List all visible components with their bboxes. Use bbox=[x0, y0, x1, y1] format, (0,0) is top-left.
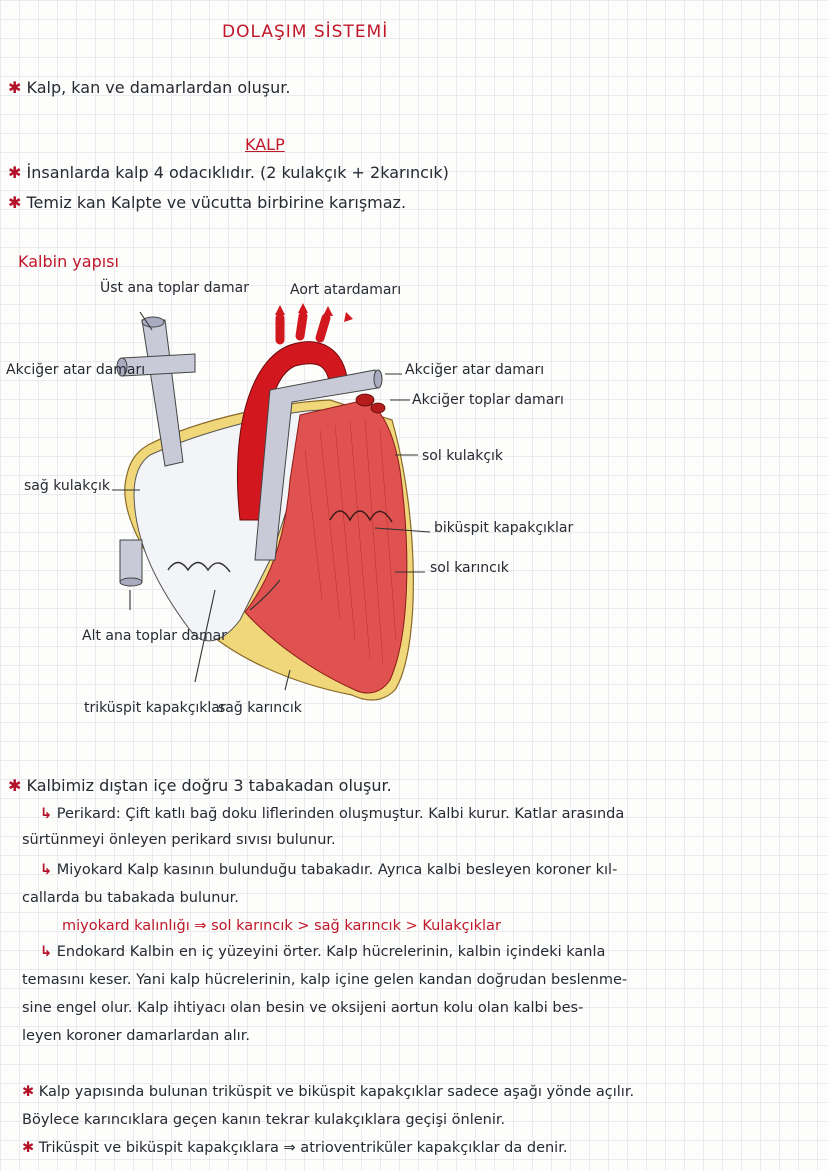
bottom-text-1: Kalp yapısında bulunan triküspit ve bikü… bbox=[38, 1084, 635, 1100]
superior-vena-cava bbox=[141, 319, 184, 467]
label-sag-kulakcik: sağ kulakçık bbox=[24, 478, 111, 494]
heart-diagram bbox=[112, 303, 431, 701]
label-sol-kulakcik: sol kulakçık bbox=[422, 448, 504, 464]
star-bullet-icon: ✱ bbox=[8, 776, 22, 795]
aorta-arrows bbox=[275, 303, 353, 322]
layers-intro-text: Kalbimiz dıştan içe doğru 3 tabakadan ol… bbox=[26, 776, 392, 795]
endokard-line-1: ↳ Endokard Kalbin en iç yüzeyini örter. … bbox=[40, 942, 605, 962]
label-sag-karincik: sağ karıncık bbox=[218, 700, 302, 716]
star-bullet-icon: ✱ bbox=[8, 193, 22, 212]
heart-heading: KALP bbox=[245, 135, 285, 154]
label-akciger-toplar: Akciğer toplar damarı bbox=[412, 392, 564, 408]
bottom-line-1: ✱ Kalp yapısında bulunan triküspit ve bi… bbox=[22, 1082, 634, 1102]
structure-heading: Kalbin yapısı bbox=[18, 252, 119, 271]
muscle-striations bbox=[304, 417, 397, 666]
bottom-line-2: Böylece karıncıklara geçen kanın tekrar … bbox=[22, 1112, 506, 1128]
tricuspid-valve bbox=[167, 561, 231, 573]
bullet-top-1: ✱ İnsanlarda kalp 4 odacıklıdır. (2 kula… bbox=[8, 163, 449, 183]
arrow-icon: ↳ bbox=[40, 862, 53, 878]
label-aort: Aort atardamarı bbox=[290, 282, 402, 298]
bullet-top-1-text: İnsanlarda kalp 4 odacıklıdır. (2 kulakç… bbox=[26, 163, 449, 182]
miyokard-line-1: ↳ Miyokard Kalp kasının bulunduğu tabaka… bbox=[40, 860, 617, 880]
bullet-top-2-text: Temiz kan Kalpte ve vücutta birbirine ka… bbox=[26, 193, 407, 212]
star-bullet-icon: ✱ bbox=[22, 1140, 35, 1156]
miyokard-text-1: Miyokard Kalp kasının bulunduğu tabakadı… bbox=[56, 862, 618, 878]
arrow-icon: ↳ bbox=[40, 944, 53, 960]
label-akciger-atar-left: Akciğer atar damarı bbox=[6, 362, 146, 378]
leader-lines bbox=[112, 311, 431, 691]
endokard-line-4: leyen koroner damarlardan alır. bbox=[22, 1028, 250, 1044]
arrow-icon: ↳ bbox=[40, 806, 53, 822]
miyokard-line-2: callarda bu tabakada bulunur. bbox=[22, 890, 239, 906]
endokard-line-3: sine engel olur. Kalp ihtiyacı olan besi… bbox=[22, 1000, 584, 1016]
intro-line: ✱ Kalp, kan ve damarlardan oluşur. bbox=[8, 78, 290, 98]
star-bullet-icon: ✱ bbox=[22, 1084, 35, 1100]
bicuspid-valve bbox=[329, 510, 393, 523]
perikard-line-2: sürtünmeyi önleyen perikard sıvısı bulun… bbox=[22, 832, 336, 848]
inferior-vena-cava bbox=[119, 539, 143, 583]
label-bikuspit: biküspit kapakçıklar bbox=[434, 520, 574, 536]
layers-intro: ✱ Kalbimiz dıştan içe doğru 3 tabakadan … bbox=[8, 776, 392, 796]
star-bullet-icon: ✱ bbox=[8, 78, 22, 97]
label-sol-karincik: sol karıncık bbox=[430, 560, 509, 576]
endokard-text-1: Endokard Kalbin en iç yüzeyini örter. Ka… bbox=[56, 944, 606, 960]
bullet-top-2: ✱ Temiz kan Kalpte ve vücutta birbirine … bbox=[8, 193, 406, 213]
label-ust-ana: Üst ana toplar damar bbox=[100, 280, 250, 296]
perikard-text-1: Perikard: Çift katlı bağ doku liflerinde… bbox=[56, 806, 625, 822]
label-akciger-atar-right: Akciğer atar damarı bbox=[405, 362, 545, 378]
label-alt-ana: Alt ana toplar damar bbox=[82, 628, 227, 644]
star-bullet-icon: ✱ bbox=[8, 163, 22, 182]
bottom-line-3: ✱ Triküspit ve biküspit kapakçıklara ⇒ a… bbox=[22, 1138, 567, 1158]
perikard-line-1: ↳ Perikard: Çift katlı bağ doku liflerin… bbox=[40, 804, 624, 824]
intro-text: Kalp, kan ve damarlardan oluşur. bbox=[26, 78, 291, 97]
bottom-text-3: Triküspit ve biküspit kapakçıklara ⇒ atr… bbox=[38, 1140, 568, 1156]
label-trikuspit: triküspit kapakçıklar bbox=[84, 700, 226, 716]
endokard-line-2: temasını keser. Yani kalp hücrelerinin, … bbox=[22, 972, 628, 988]
pulmonary-veins bbox=[355, 393, 386, 414]
thickness-line: miyokard kalınlığı ⇒ sol karıncık > sağ … bbox=[62, 918, 501, 934]
page-title: DOLAŞIM SİSTEMİ bbox=[222, 22, 389, 42]
